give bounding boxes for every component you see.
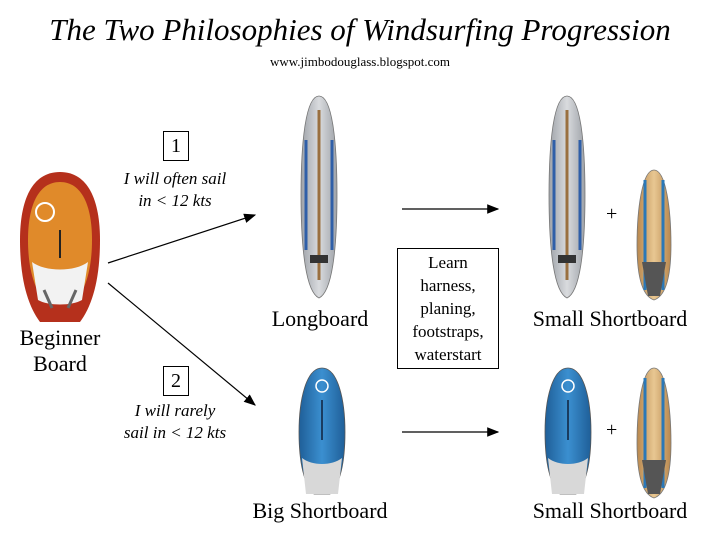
big-shortboard-image-right bbox=[544, 367, 592, 495]
small-shortboard-label-top: Small Shortboard bbox=[532, 306, 688, 331]
longboard-image bbox=[300, 95, 338, 299]
big-shortboard-label: Big Shortboard bbox=[252, 498, 388, 523]
big-shortboard-image bbox=[298, 367, 346, 495]
learn-line-5: waterstart bbox=[414, 345, 482, 364]
path-1-description: I will often sail in < 12 kts bbox=[100, 168, 250, 212]
longboard-image-right bbox=[548, 95, 586, 299]
learn-line-3: planing, bbox=[420, 299, 476, 318]
path-2-description: I will rarely sail in < 12 kts bbox=[100, 400, 250, 444]
path-1-line1: I will often sail bbox=[123, 169, 227, 188]
plus-sign-top: + bbox=[606, 203, 618, 225]
small-shortboard-image-top bbox=[636, 169, 672, 301]
path-1-line2: in < 12 kts bbox=[138, 191, 212, 210]
learn-line-1: Learn bbox=[428, 253, 468, 272]
longboard-label: Longboard bbox=[271, 306, 369, 331]
path-1-number: 1 bbox=[163, 131, 189, 161]
arrow-to-big-shortboard bbox=[107, 282, 256, 406]
source-url: www.jimbodouglass.blogspot.com bbox=[269, 54, 451, 69]
learn-line-4: footstraps, bbox=[412, 322, 484, 341]
path-2-line2: sail in < 12 kts bbox=[123, 423, 227, 442]
path-2-number: 2 bbox=[163, 366, 189, 396]
arrow-to-longboard bbox=[107, 213, 257, 264]
beginner-board-image bbox=[20, 172, 100, 322]
plus-sign-bottom: + bbox=[606, 419, 618, 441]
small-shortboard-label-bottom: Small Shortboard bbox=[532, 498, 688, 523]
path-2-line1: I will rarely bbox=[134, 401, 216, 420]
beginner-board-text: Beginner Board bbox=[19, 325, 101, 376]
beginner-board-label: Beginner Board bbox=[0, 325, 120, 377]
small-shortboard-image-bottom bbox=[636, 367, 672, 499]
learn-line-2: harness, bbox=[420, 276, 476, 295]
diagram-title: The Two Philosophies of Windsurfing Prog… bbox=[49, 12, 671, 47]
learn-skills-box: Learn harness, planing, footstraps, wate… bbox=[397, 248, 499, 369]
